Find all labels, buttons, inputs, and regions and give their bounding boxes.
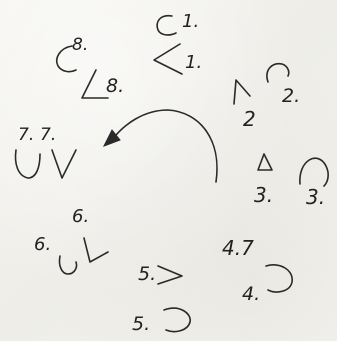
glyph-arch-3 <box>299 157 329 187</box>
glyph-greater-than-5 <box>157 265 183 285</box>
label-6a: 6. <box>72 206 89 227</box>
glyph-hook-6a <box>58 255 78 275</box>
glyph-check-6 <box>83 237 109 263</box>
label-5b: 5. <box>132 313 150 335</box>
glyph-angle-8 <box>81 69 109 99</box>
glyph-c-8 <box>56 45 77 73</box>
label-5a: 5. <box>138 263 156 285</box>
label-2a: 2. <box>282 85 300 107</box>
glyph-wedge-2 <box>233 79 251 105</box>
label-7b: 7. <box>40 125 56 145</box>
label-6b: 6. <box>34 234 51 255</box>
label-8a: 8. <box>72 35 88 55</box>
label-4: 4. <box>242 283 260 305</box>
label-1b: 1. <box>185 52 202 73</box>
glyph-u-7 <box>14 149 41 179</box>
arrow-head <box>102 129 121 147</box>
glyph-d-5 <box>163 307 191 333</box>
glyph-v-7 <box>51 149 77 179</box>
glyph-c-1 <box>156 14 177 36</box>
glyph-caret-3 <box>257 153 273 171</box>
label-7a: 7. <box>18 125 34 145</box>
glyph-arch-2 <box>266 62 290 83</box>
label-8b: 8. <box>106 75 124 97</box>
glyph-d-4 <box>265 264 293 293</box>
label-4-7: 4.7 <box>222 236 254 260</box>
label-1a: 1. <box>182 11 199 32</box>
glyph-less-than-1 <box>153 43 183 75</box>
label-3b: 3. <box>306 185 325 209</box>
curved-arrow <box>111 109 218 183</box>
label-2b: 2 <box>243 107 256 131</box>
label-3a: 3. <box>254 183 273 207</box>
